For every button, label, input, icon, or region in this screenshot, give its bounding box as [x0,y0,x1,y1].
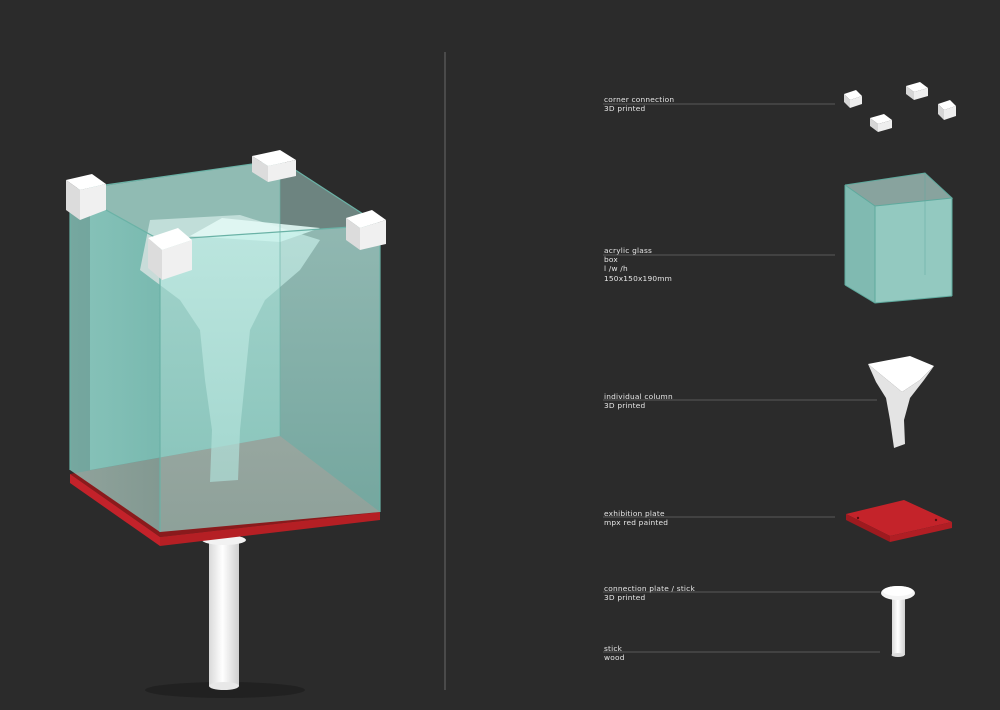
label-exhibition-plate: exhibition plate mpx red painted [604,509,668,527]
label-line: 3D printed [604,593,646,603]
assembled-stick-end [209,682,239,690]
label-line: exhibition plate [604,509,665,518]
assembled-plate-right [160,512,380,546]
assembled-display [66,150,386,698]
assembled-corner-front [148,228,192,280]
glass-right-face [160,225,380,532]
corner-piece-2 [906,82,928,100]
corner-piece-1 [844,90,862,108]
label-line: l /w /h [604,264,628,274]
acrylic-glass-box [844,172,954,304]
individual-column [868,356,934,448]
assembled-corner-right [346,210,386,250]
leader-lines [603,103,880,653]
glass-edges [69,159,382,532]
connection-plate-and-stick [881,586,915,657]
label-line: connection plate / stick [604,584,695,593]
corner-piece-3 [870,114,892,132]
label-acrylic-glass: acrylic glass box l /w /h 150x150x190mm [604,246,672,283]
label-corner-connection: corner connection 3D printed [604,95,674,113]
assembled-plate-front [70,474,160,546]
glass-left-face [70,190,160,532]
assembled-corner-back [252,150,296,182]
assembled-corner-left [66,174,106,220]
label-line: 3D printed [604,104,646,114]
label-line: acrylic glass [604,246,653,255]
assembled-stick [209,538,239,686]
corner-connection-parts [844,82,956,132]
label-line: 150x150x190mm [604,273,673,283]
label-line: individual column [604,392,673,401]
corner-piece-4 [938,100,956,120]
label-line: mpx red painted [604,518,669,528]
exhibition-plate [846,500,952,542]
label-stick: stick wood [604,644,625,662]
label-line: 3D printed [604,401,646,411]
label-line: corner connection [604,95,675,104]
floor-shadow [145,682,305,698]
label-connection-plate: connection plate / stick 3D printed [604,584,695,602]
label-line: box [604,255,618,265]
label-line: wood [604,653,625,663]
glass-top-face [70,160,380,240]
label-line: stick [604,644,623,653]
label-individual-column: individual column 3D printed [604,392,673,410]
